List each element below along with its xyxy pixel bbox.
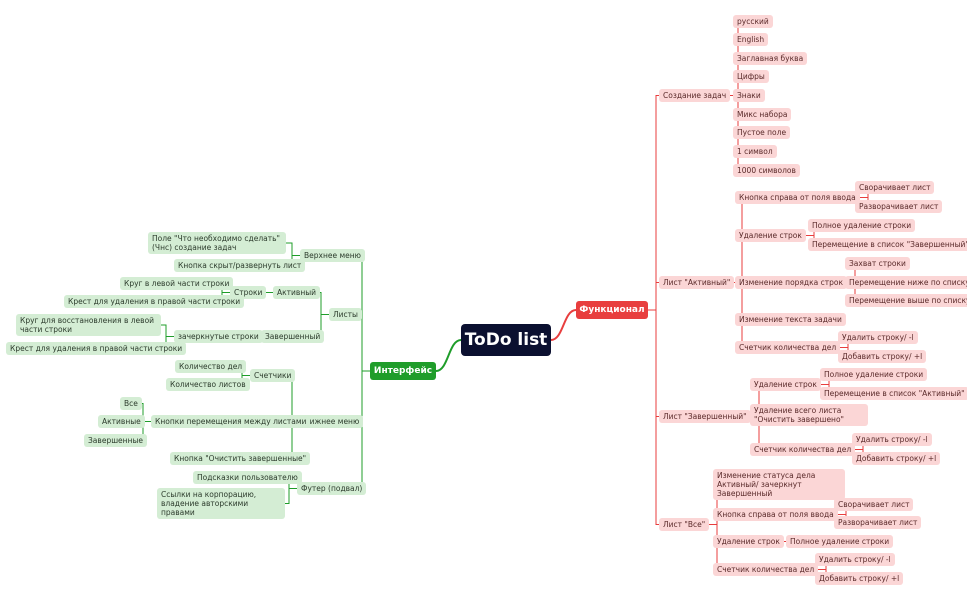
- connector-line: [648, 282, 659, 311]
- node-input-1000-chars[interactable]: 1000 символов: [733, 164, 800, 177]
- node-footer[interactable]: Футер (подвал): [297, 482, 367, 495]
- node-active-full-delete[interactable]: Полное удаление строки: [808, 219, 916, 232]
- node-completed-delete[interactable]: Удаление строк: [750, 378, 821, 391]
- node-input-russian[interactable]: русский: [733, 15, 773, 28]
- connector-line: [361, 370, 370, 489]
- node-copyright-links[interactable]: Ссылки на корпорацию, владение авторским…: [157, 488, 285, 519]
- node-input-capital[interactable]: Заглавная буква: [733, 52, 808, 65]
- node-restore-circle[interactable]: Круг для восстановления в левой части ст…: [16, 314, 161, 336]
- connector-line: [286, 242, 300, 256]
- node-circle-left[interactable]: Круг в левой части строки: [120, 277, 234, 290]
- node-delete-cross[interactable]: Крест для удаления в правой части строки: [6, 342, 187, 355]
- node-all-remove-row[interactable]: Удалить строку/ -l: [815, 553, 895, 566]
- node-sheets[interactable]: Листы: [329, 308, 362, 321]
- node-create-tasks[interactable]: Создание задач: [659, 89, 731, 102]
- node-active-collapse[interactable]: Сворачивает лист: [855, 181, 935, 194]
- connector-line: [285, 488, 297, 504]
- node-all-collapse[interactable]: Сворачивает лист: [834, 498, 914, 511]
- connector-line: [550, 309, 577, 341]
- node-sheet-completed[interactable]: Лист "Завершенный": [659, 410, 751, 423]
- root-node[interactable]: ToDo list: [461, 324, 551, 356]
- node-move-up[interactable]: Перемещение выше по списку: [845, 294, 967, 307]
- node-input-digits[interactable]: Цифры: [733, 70, 769, 83]
- connector-line: [730, 95, 739, 152]
- connector-line: [361, 370, 370, 422]
- node-hints[interactable]: Подсказки пользователю: [193, 471, 302, 484]
- connector-line: [648, 309, 659, 525]
- connector-line: [648, 95, 659, 311]
- node-active-counter[interactable]: Счетчик количества дел: [735, 341, 841, 354]
- node-input-field[interactable]: Поле "Что необходимо сделать" (Чнс) созд…: [148, 232, 286, 254]
- node-counters[interactable]: Счетчики: [250, 369, 296, 382]
- node-all-add-row[interactable]: Добавить строку/ +l: [815, 572, 904, 585]
- connector-line: [435, 339, 462, 372]
- connector-line: [320, 292, 329, 315]
- node-nav-active[interactable]: Активные: [98, 415, 145, 428]
- node-nav-completed[interactable]: Завершенные: [84, 434, 148, 447]
- node-active-order[interactable]: Изменение порядка строк: [735, 276, 847, 289]
- node-cross-right[interactable]: Крест для удаления в правой части строки: [64, 295, 245, 308]
- branch-interface[interactable]: Интерфейс: [370, 362, 436, 380]
- node-sheet-all[interactable]: Лист "Все": [659, 518, 710, 531]
- node-nav-all[interactable]: Все: [120, 397, 142, 410]
- connector-line: [648, 309, 659, 417]
- node-all-expand[interactable]: Разворачивает лист: [834, 516, 922, 529]
- node-input-signs[interactable]: Знаки: [733, 89, 765, 102]
- node-completed-move-active[interactable]: Перемещение в список "Активный": [820, 387, 967, 400]
- node-nav-buttons[interactable]: Кнопки перемещения между листами: [151, 415, 311, 428]
- branch-functional[interactable]: Функционал: [576, 301, 648, 319]
- node-input-one-char[interactable]: 1 символ: [733, 145, 777, 158]
- node-crossed-rows[interactable]: зачеркнутые строки: [174, 330, 263, 343]
- connector-line: [361, 314, 370, 372]
- node-sheet-active[interactable]: Лист "Активный": [659, 276, 735, 289]
- node-edit-text[interactable]: Изменение текста задачи: [735, 313, 846, 326]
- node-status-change[interactable]: Изменение статуса дела Активный/ зачеркн…: [713, 469, 845, 500]
- node-active-remove-row[interactable]: Удалить строку/ -l: [838, 331, 918, 344]
- node-all-full-delete[interactable]: Полное удаление строки: [786, 535, 894, 548]
- node-completed-remove-row[interactable]: Удалить строку/ -l: [852, 433, 932, 446]
- node-active-add-row[interactable]: Добавить строку/ +l: [838, 350, 927, 363]
- connector-line: [730, 39, 739, 96]
- node-active-expand[interactable]: Разворачивает лист: [855, 200, 943, 213]
- node-all-delete[interactable]: Удаление строк: [713, 535, 784, 548]
- connector-line: [361, 255, 370, 372]
- node-completed-counter[interactable]: Счетчик количества дел: [750, 443, 856, 456]
- node-completed-full-delete[interactable]: Полное удаление строки: [820, 368, 928, 381]
- node-input-english[interactable]: English: [733, 33, 769, 46]
- node-active-delete[interactable]: Удаление строк: [735, 229, 806, 242]
- node-task-count[interactable]: Количество дел: [175, 360, 247, 373]
- node-completed-add-row[interactable]: Добавить строку/ +l: [852, 452, 941, 465]
- node-grab-row[interactable]: Захват строки: [845, 257, 910, 270]
- node-active[interactable]: Активный: [273, 286, 321, 299]
- node-clear-button[interactable]: Кнопка "Очистить завершенные": [170, 452, 311, 465]
- node-collapse-button[interactable]: Кнопка скрыт/развернуть лист: [174, 259, 306, 272]
- node-sheet-count[interactable]: Количество листов: [166, 378, 250, 391]
- node-input-mix[interactable]: Микс набора: [733, 108, 792, 121]
- node-all-button[interactable]: Кнопка справа от поля ввода: [713, 508, 838, 521]
- node-completed[interactable]: Завершенный: [261, 330, 325, 343]
- node-active-button[interactable]: Кнопка справа от поля ввода: [735, 191, 860, 204]
- node-input-empty[interactable]: Пустое поле: [733, 126, 791, 139]
- node-all-counter[interactable]: Счетчик количества дел: [713, 563, 819, 576]
- node-active-move-completed[interactable]: Перемещение в список "Завершенный": [808, 238, 967, 251]
- node-bottom-menu[interactable]: Нижнее меню: [300, 415, 364, 428]
- node-top-menu[interactable]: Верхнее меню: [300, 249, 365, 262]
- connector-line: [161, 324, 174, 337]
- node-move-down[interactable]: Перемещение ниже по списку: [845, 276, 967, 289]
- node-delete-all[interactable]: Удаление всего листа "Очистить завершено…: [750, 404, 868, 426]
